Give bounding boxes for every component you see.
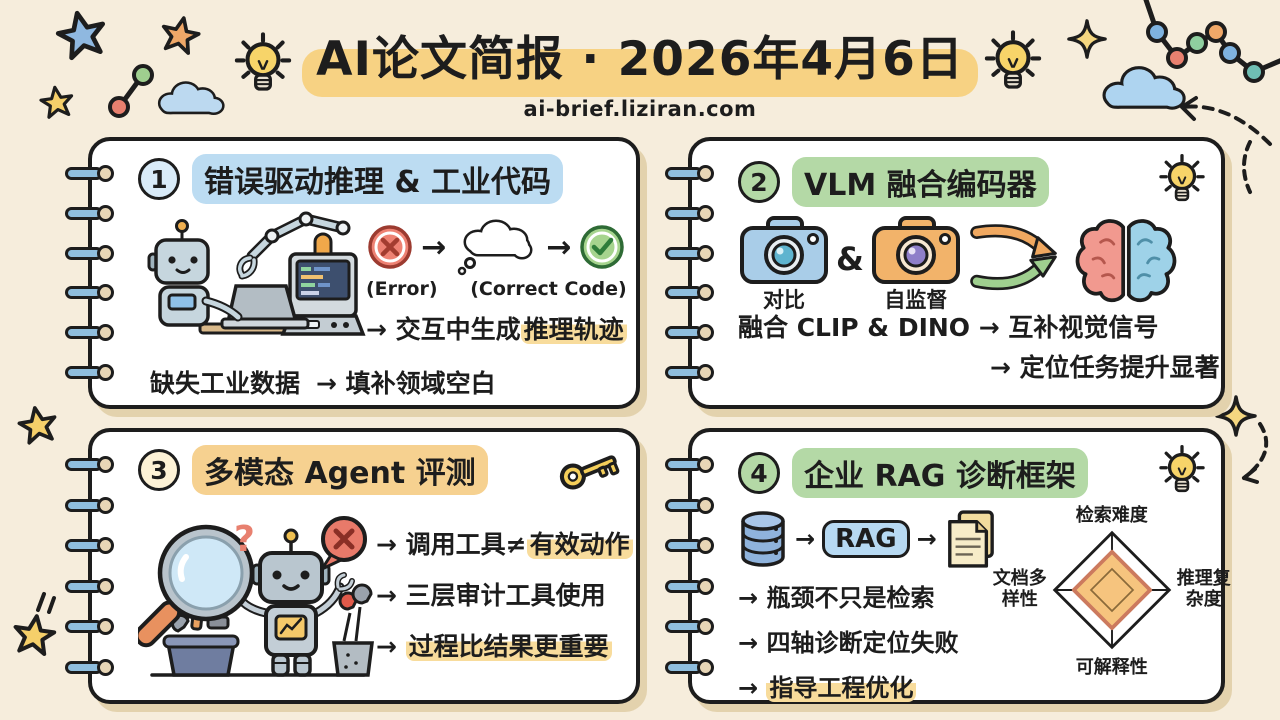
site-url: ai-brief.liziran.com	[523, 97, 757, 121]
radar-diamond-icon	[1052, 530, 1172, 650]
database-icon	[741, 511, 785, 567]
radar-label-bottom: 可解释性	[1075, 657, 1148, 678]
magnifier-robot-tools-icon: ?	[138, 515, 374, 677]
bullet-row: → 定位任务提升显著	[990, 353, 1220, 382]
documents-icon	[947, 510, 994, 568]
rag-box: RAG	[822, 520, 910, 558]
highlighted-text: 指导工程优化	[766, 674, 917, 702]
camera-label: 自监督	[884, 288, 948, 312]
camera-blue-icon	[740, 216, 828, 284]
trend-line-icon	[1143, 0, 1280, 83]
lightbulb-icon	[1159, 445, 1205, 493]
dashed-curve-icon	[1242, 140, 1252, 194]
highlighted-text: 推理轨迹	[520, 315, 627, 344]
contrastive-camera: 对比	[738, 214, 830, 314]
camera-label: 对比	[763, 288, 805, 312]
radar-chart: 检索难度 文档多样性 推理复杂度 可解释性	[993, 501, 1231, 703]
card-title: 企业 RAG 诊断框架	[792, 448, 1088, 498]
card-number-badge: 2	[738, 161, 780, 203]
bullet-row: → 三层审计工具使用	[376, 580, 606, 610]
card-number-badge: 1	[138, 158, 180, 200]
arrow: →	[795, 525, 816, 553]
dashed-arrow-icon	[1180, 96, 1272, 146]
highlighted-text: 有效动作	[526, 529, 633, 559]
highlighted-text: 过程比结果更重要	[405, 631, 612, 661]
card-title: 多模态 Agent 评测	[192, 445, 488, 495]
robot-at-workstation-icon	[147, 211, 366, 336]
page-title: AI论文简报 · 2026年4月6日	[302, 20, 978, 97]
star-yellow-icon	[10, 612, 58, 657]
arrow: →	[421, 229, 447, 265]
radar-label-right: 推理复杂度	[1176, 568, 1231, 610]
svg-text:?: ?	[234, 519, 255, 560]
bullet-row: 融合 CLIP & DINO → 互补视觉信号	[738, 313, 1159, 342]
card-error-driven-reasoning: 1 错误驱动推理 & 工业代码	[65, 137, 640, 409]
cloud-icon	[1102, 66, 1186, 110]
card-number-badge: 4	[738, 452, 780, 494]
card-number-badge: 3	[138, 449, 180, 491]
error-label: (Error)	[366, 278, 438, 300]
camera-orange-icon	[871, 216, 960, 284]
lightbulb-icon	[1159, 154, 1205, 202]
cloud-icon	[157, 81, 225, 116]
brain-icon	[1075, 219, 1177, 303]
radar-label-left: 文档多样性	[992, 568, 1047, 610]
title-highlight	[302, 48, 978, 97]
bullet-row: → 瓶颈不只是检索	[738, 584, 935, 612]
radar-label-top: 检索难度	[1075, 505, 1148, 526]
bullet-row: → 交互中生成推理轨迹	[366, 310, 627, 346]
card-title: 错误驱动推理 & 工业代码	[192, 154, 564, 204]
bullet-row: → 指导工程优化	[738, 668, 996, 703]
dot-connector-icon	[108, 64, 154, 118]
thought-cloud-icon	[458, 219, 533, 276]
card-multimodal-agent-eval: 3 多模态 Agent 评测	[65, 428, 640, 704]
correct-check-icon	[580, 225, 625, 269]
bullet-row: → 过程比结果更重要	[376, 627, 633, 663]
rag-pipeline: → RAG →	[738, 509, 996, 569]
dashed-arrow-down-icon	[1242, 422, 1269, 484]
key-icon	[559, 455, 620, 490]
card-enterprise-rag-diagnosis: 4 企业 RAG 诊断框架 → RAG →	[665, 428, 1231, 704]
spiral-ring	[65, 165, 117, 182]
star-yellow-icon	[16, 404, 60, 446]
header: AI论文简报 · 2026年4月6日 ai-brief.liziran.com	[0, 20, 1280, 121]
card-vlm-fusion-encoder: 2 VLM 融合编码器 对比 &	[665, 137, 1225, 409]
error-x-icon	[368, 225, 412, 269]
dash-marks-icon	[36, 592, 56, 614]
self-supervised-camera: 自监督	[870, 214, 962, 314]
ampersand: &	[836, 240, 864, 278]
correct-code-label: (Correct Code)	[470, 278, 627, 300]
fusion-arrows-icon	[970, 224, 1057, 291]
bullet-row: → 四轴诊断定位失败	[738, 629, 959, 657]
bullet-row: → 调用工具≠有效动作	[376, 525, 633, 561]
card-title: VLM 融合编码器	[792, 157, 1049, 207]
arrow: →	[916, 525, 937, 553]
arrow: →	[546, 229, 572, 265]
bullet-row: 缺失工业数据→ 填补领域空白	[150, 369, 496, 398]
